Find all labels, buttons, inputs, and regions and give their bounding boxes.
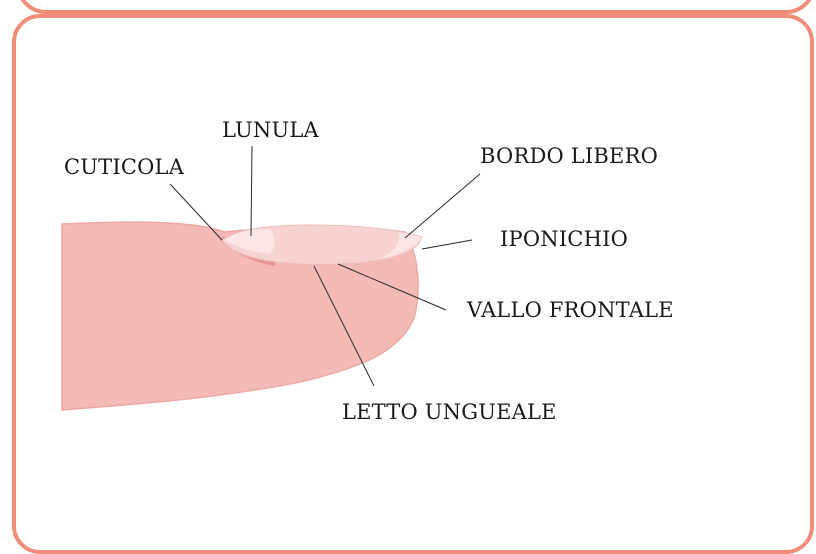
leader-line-bordo-libero xyxy=(404,173,481,239)
finger-shape xyxy=(61,221,419,411)
nail-anatomy-diagram xyxy=(61,145,481,411)
label-bordo-libero: BORDO LIBERO xyxy=(480,144,659,168)
label-iponichio: IPONICHIO xyxy=(500,227,629,251)
label-lunula: LUNULA xyxy=(222,118,319,142)
leader-line-letto-ungueale xyxy=(313,265,375,387)
free-edge-shape xyxy=(380,232,422,259)
label-cuticola: CUTICOLA xyxy=(64,155,185,179)
label-vallo-frontale: VALLO FRONTALE xyxy=(467,298,674,322)
leader-line-iponichio xyxy=(421,239,473,250)
leader-line-cuticola xyxy=(169,183,223,241)
label-letto-ungueale: LETTO UNGUEALE xyxy=(342,400,557,424)
leader-line-vallo-frontale xyxy=(337,263,447,311)
lunula-shape xyxy=(224,228,275,254)
leader-line-lunula xyxy=(250,145,253,237)
